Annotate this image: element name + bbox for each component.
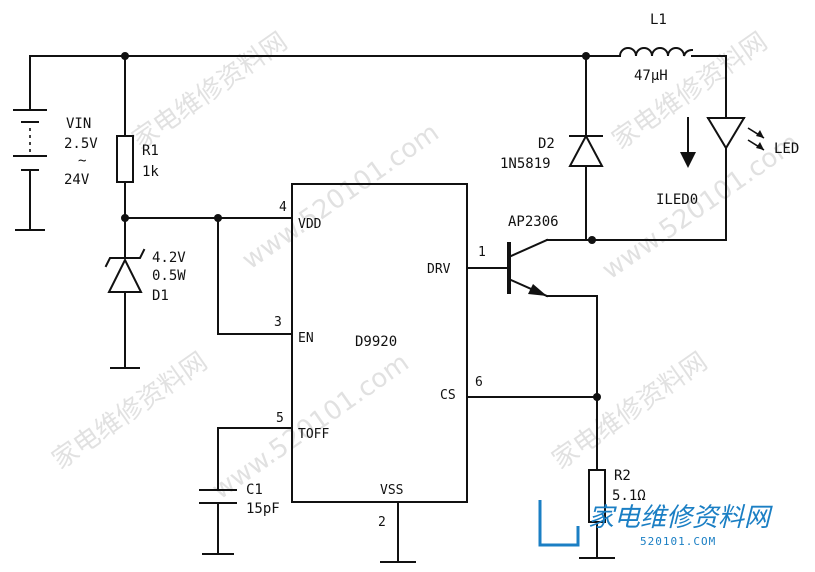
l1-value: 47μH [634,68,668,84]
r1-value: 1k [142,164,159,180]
current-arrow-icon [680,117,696,168]
r2-label: R2 [614,468,631,484]
ic-d9920-body [291,183,468,503]
c1-value: 15pF [246,501,280,517]
pin-drv-number: 1 [478,245,486,260]
watermark-cn: 家电维修资料网 [547,347,713,476]
pin-en-number: 3 [274,315,282,330]
inductor-l1 [618,47,727,58]
pin-toff-label: TOFF [298,427,329,442]
pin-cs-label: CS [440,388,456,403]
d1-label: D1 [152,288,169,304]
brand-mark-icon [538,500,580,547]
transistor-ap2306 [507,238,598,298]
q-label: AP2306 [508,214,559,230]
watermark-layer: 家电维修资料网 www.520101.com 家电维修资料网 www.52010… [47,27,805,506]
c1-label: C1 [246,482,263,498]
d2-label: D2 [538,136,555,152]
watermark-cn: 家电维修资料网 [127,27,293,156]
brand-num-text: 520101.COM [640,535,716,548]
watermark-cn: 家电维修资料网 [607,27,773,156]
ic-name: D9920 [355,334,397,350]
d2-part: 1N5819 [500,156,551,172]
pin-vdd-number: 4 [279,200,287,215]
pin-vss-label: VSS [380,483,403,498]
schottky-diode-d2 [568,133,604,167]
pin-drv-label: DRV [427,262,451,277]
led-symbol [706,117,765,151]
led-label: LED [774,141,799,157]
watermark-domain: www.520101.com [237,118,445,276]
zener-diode-d1 [104,248,146,369]
watermark-cn: 家电维修资料网 [47,347,213,476]
d1-power: 0.5W [152,268,186,284]
l1-label: L1 [650,12,667,28]
r1-resistor [116,135,134,183]
brand-cn-text: 家电维修资料网 [588,503,773,533]
pin-en-label: EN [298,331,314,346]
vin-tilde: ~ [78,153,86,169]
battery-symbol [13,55,47,231]
vin-label: VIN [66,116,91,132]
pin-vss-number: 2 [378,515,386,530]
vin-max-label: 24V [64,172,90,188]
pin-toff-number: 5 [276,411,284,426]
pin-vdd-label: VDD [298,217,322,232]
d1-voltage: 4.2V [152,250,186,266]
brand-logo: 家电维修资料网 520101.COM [538,500,773,548]
vin-min-label: 2.5V [64,136,98,152]
r1-label: R1 [142,143,159,159]
r2-value: 5.1Ω [612,488,646,504]
iled-label: ILED0 [656,192,698,208]
pin-cs-number: 6 [475,375,483,390]
